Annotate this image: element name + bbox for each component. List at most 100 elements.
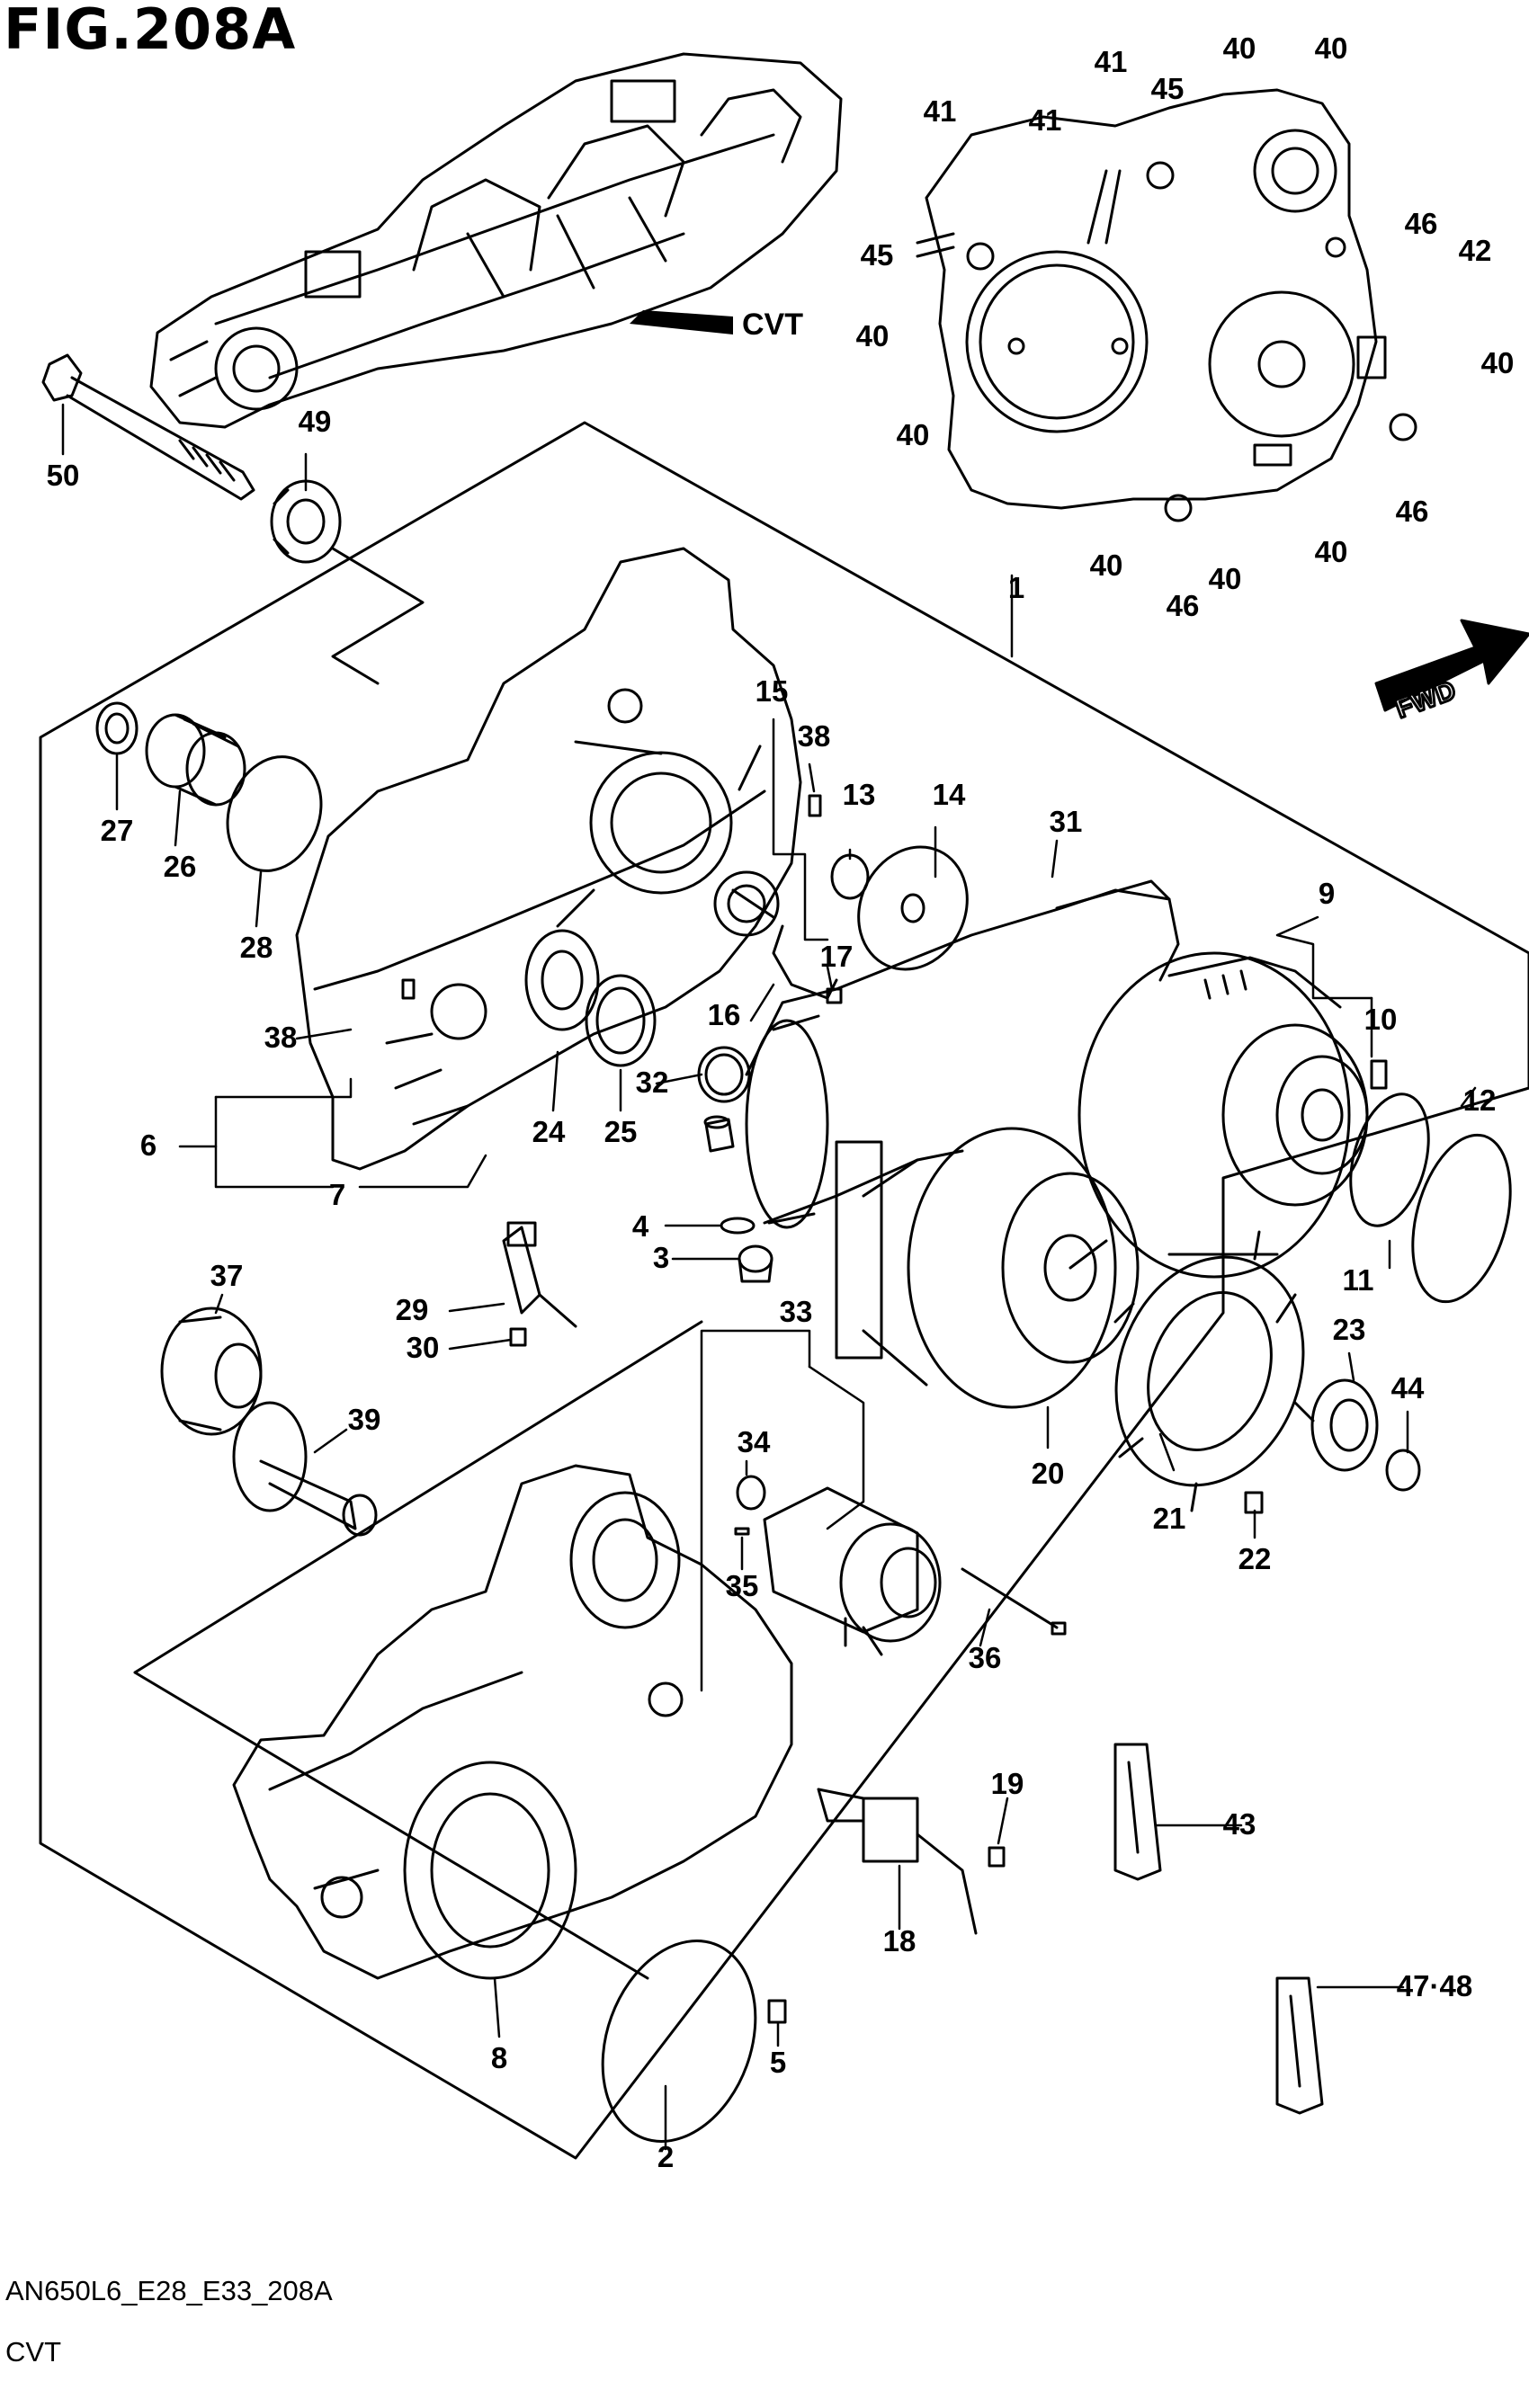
bearing-23 — [1310, 1378, 1379, 1472]
strap-4748 — [1275, 1976, 1324, 2115]
callout-50: 50 — [47, 459, 80, 492]
callout-4748: 47·48 — [1397, 1969, 1472, 2002]
callout-31: 31 — [1050, 805, 1083, 838]
bolt-19 — [988, 1846, 1006, 1868]
circlip-44 — [1385, 1449, 1421, 1492]
callout-13: 13 — [843, 778, 876, 811]
callout-15: 15 — [756, 674, 789, 708]
pin-35 — [734, 1527, 750, 1536]
callout-16: 16 — [708, 998, 741, 1031]
callout-40a: 40 — [1223, 31, 1256, 65]
secondary-clutch-9 — [1077, 951, 1369, 1279]
cvt-cover-8 — [232, 1464, 793, 1980]
callout-10: 10 — [1364, 1003, 1398, 1036]
inner-housing — [295, 547, 802, 1171]
callout-49: 49 — [299, 405, 332, 438]
diagram-code: AN650L6_E28_E33_208A — [5, 2275, 333, 2306]
bolt-50 — [41, 353, 255, 501]
callout-44: 44 — [1391, 1371, 1425, 1405]
shaft-39 — [232, 1401, 378, 1537]
callout-17: 17 — [820, 940, 854, 973]
callout-12: 12 — [1463, 1084, 1497, 1117]
callout-26: 26 — [164, 850, 197, 883]
callout-9: 9 — [1319, 877, 1335, 910]
clip-4 — [720, 1217, 756, 1235]
callout-40b: 40 — [1315, 31, 1348, 65]
roller-bearing-26 — [145, 713, 246, 807]
callout-40d: 40 — [1481, 346, 1515, 379]
switch-18 — [817, 1788, 978, 1935]
callout-45b: 45 — [861, 238, 894, 272]
primary-clutch-20 — [835, 1127, 1140, 1409]
callout-46a: 46 — [1405, 207, 1438, 240]
callout-40h: 40 — [1315, 535, 1348, 568]
clip-16 — [772, 924, 838, 1000]
ring-11 — [1349, 1093, 1430, 1227]
bolt-30 — [509, 1327, 527, 1347]
seal-25 — [585, 974, 657, 1067]
o-ring-32 — [697, 1046, 751, 1103]
callout-41a: 41 — [924, 94, 957, 128]
callout-11: 11 — [1343, 1263, 1374, 1297]
callout-labels: 1 2 3 4 5 6 7 8 9 10 11 12 13 14 15 16 1… — [47, 31, 1515, 2173]
callout-40f: 40 — [1090, 548, 1123, 582]
callout-40c: 40 — [856, 319, 890, 352]
assembly-boundary-upper — [39, 421, 1529, 2160]
callout-40e: 40 — [897, 418, 930, 451]
engine-inset — [149, 52, 843, 429]
callout-38b: 38 — [264, 1021, 298, 1054]
plug-7 — [703, 1115, 735, 1153]
callout-22: 22 — [1238, 1542, 1272, 1575]
callout-39: 39 — [348, 1403, 381, 1436]
callout-46c: 46 — [1167, 589, 1200, 622]
callout-35: 35 — [726, 1569, 759, 1602]
gear-37 — [160, 1307, 263, 1436]
bearing-24 — [524, 929, 600, 1031]
cap-3 — [738, 1244, 773, 1283]
callout-41b: 41 — [1029, 103, 1062, 137]
gear-34 — [736, 1475, 766, 1511]
pin-38-lower — [401, 978, 416, 1000]
bolt-36 — [961, 1567, 1067, 1636]
callout-37: 37 — [210, 1259, 244, 1292]
callout-41c: 41 — [1095, 45, 1128, 78]
o-ring-12 — [1411, 1133, 1512, 1304]
starter-33 — [763, 1486, 942, 1656]
callout-27: 27 — [101, 814, 134, 847]
callout-30: 30 — [407, 1331, 440, 1364]
outer-cover — [916, 88, 1417, 522]
callout-42: 42 — [1459, 234, 1492, 267]
leader-lines — [61, 403, 1477, 2151]
callout-7: 7 — [329, 1178, 345, 1211]
bolt-10 — [1370, 1059, 1388, 1090]
o-ring-28 — [226, 755, 323, 872]
drive-belt-31 — [745, 879, 1180, 1229]
callout-24: 24 — [532, 1115, 566, 1148]
callout-19: 19 — [991, 1767, 1024, 1800]
cvt-pointer-label: CVT — [742, 308, 803, 342]
callout-4: 4 — [632, 1209, 649, 1243]
callout-5: 5 — [770, 2046, 786, 2079]
washer-14 — [857, 845, 969, 971]
callout-21: 21 — [1153, 1502, 1186, 1535]
callout-38a: 38 — [798, 719, 831, 753]
callout-29: 29 — [396, 1293, 429, 1326]
diagram-caption: CVT — [5, 2336, 61, 2368]
pin-38-upper — [808, 794, 822, 817]
callout-34: 34 — [738, 1425, 771, 1458]
callout-43: 43 — [1223, 1807, 1256, 1841]
callout-40g: 40 — [1209, 562, 1242, 595]
cooling-fan-21 — [1113, 1230, 1315, 1512]
speed-sensor-29 — [502, 1221, 577, 1328]
figure-title: FIG.208A — [4, 0, 297, 62]
callout-8: 8 — [491, 2041, 507, 2074]
callout-6: 6 — [140, 1128, 156, 1162]
cvt-pointer-arrow — [630, 310, 733, 334]
bushing-49 — [270, 479, 342, 564]
bolt-5 — [767, 1999, 787, 2024]
bolt-22 — [1244, 1491, 1264, 1514]
leader-49-box — [331, 547, 425, 685]
callout-2: 2 — [657, 2140, 674, 2173]
callout-28: 28 — [240, 931, 273, 964]
